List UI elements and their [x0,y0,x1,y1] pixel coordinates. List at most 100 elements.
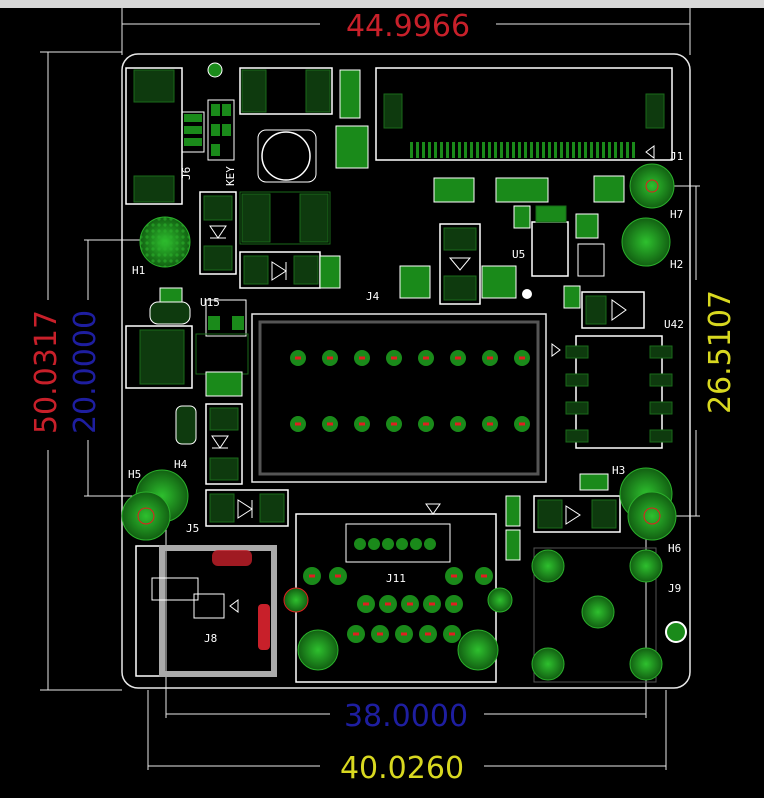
label-u15: U15 [200,296,220,309]
j1-pin [590,142,593,158]
diode-left-upper [199,191,237,275]
u42-pin [649,429,673,443]
j1-pin [440,142,443,158]
j11-pad-drill [335,574,341,578]
chip-u5: U5 [399,205,605,309]
mounting-hole-h3: H3 [533,464,625,533]
j11-pad-drill [481,574,487,578]
label-h6: H6 [668,542,681,555]
dim-right-height: 26.5107 [703,290,738,414]
j1-pin [482,142,485,158]
connector-j4: J4 [251,290,561,483]
j1-pin [446,142,449,158]
j1-pin [500,142,503,158]
u42-pin [565,345,589,359]
j1-pin [458,142,461,158]
j1-pin [536,142,539,158]
j1-pin [518,142,521,158]
connector-j9: J9 [531,547,687,683]
j11-pad-drill [309,574,315,578]
dim-bottom-outer-width: 40.0260 [340,751,464,786]
j1-pin [524,142,527,158]
label-h2: H2 [670,258,683,271]
j4-pad-drill [487,422,493,426]
j4-pad-drill [295,356,301,360]
j11-pad-drill [363,602,369,606]
diode-left-lower: H4 [174,403,243,485]
j11-header-pin [368,538,380,550]
dim-top-width: 44.9966 [346,9,470,44]
u42-pin [565,401,589,415]
j1-pin [596,142,599,158]
j1-pin [428,142,431,158]
j1-pin [542,142,545,158]
j1-pin [416,142,419,158]
dim-inner-height: 20.0000 [68,310,103,434]
diode-left-middle [239,251,341,289]
j1-pin [410,142,413,158]
mounting-hole-h1: H1 [132,216,191,277]
j11-header-pin [410,538,422,550]
label-h1: H1 [132,264,145,277]
j4-pad-drill [455,356,461,360]
j11-pad-drill [451,602,457,606]
j1-pin [530,142,533,158]
j4-pad-drill [519,422,525,426]
label-j1: J1 [670,150,683,163]
j1-pin [464,142,467,158]
label-j11: J11 [386,572,406,585]
label-u42: U42 [664,318,684,331]
j4-pad-drill [391,356,397,360]
mounting-hole-h7: H7 [629,163,683,221]
label-j9: J9 [668,582,681,595]
label-u5: U5 [512,248,525,261]
j1-pin [506,142,509,158]
u42-pin [649,345,673,359]
label-h4: H4 [174,458,188,471]
u42-pin [565,373,589,387]
connector-j11: J11 [283,495,521,683]
j4-pad-drill [295,422,301,426]
j1-pin [422,142,425,158]
j1-pin [554,142,557,158]
j1-pin [476,142,479,158]
diode-bottom-left [205,489,289,527]
mounting-hole-h5: H5 [121,468,189,541]
j11-pad-drill [451,574,457,578]
j11-pad-drill [425,632,431,636]
label-j6: J6 [180,167,193,180]
j1-pin [632,142,635,158]
j1-pin [452,142,455,158]
j11-pad-drill [385,602,391,606]
chip-u42: U42 [565,291,684,449]
j11-header-pin [396,538,408,550]
label-h5: H5 [128,468,141,481]
chip-u15: U15 [125,287,249,397]
j1-pin [488,142,491,158]
j4-pad-drill [391,422,397,426]
dim-left-height: 50.0317 [29,310,64,434]
j1-pin [602,142,605,158]
j1-pin [548,142,551,158]
j11-pad-drill [429,602,435,606]
label-j8: J8 [204,632,217,645]
j4-pad-drill [487,356,493,360]
j4-pad-drill [327,422,333,426]
label-j4: J4 [366,290,380,303]
j1-pin [566,142,569,158]
inductor-top [239,191,331,245]
u42-pin [649,401,673,415]
j11-header-pin [382,538,394,550]
label-h7: H7 [670,208,683,221]
j11-pad-drill [407,602,413,606]
j11-header-pin [424,538,436,550]
j11-pad-drill [401,632,407,636]
j1-pin [620,142,623,158]
label-key: KEY [224,166,237,186]
u42-pin [565,429,589,443]
j4-pad-drill [327,356,333,360]
j4-pad-drill [519,356,525,360]
j1-pin [626,142,629,158]
label-j5: J5 [186,522,199,535]
j1-pin [614,142,617,158]
